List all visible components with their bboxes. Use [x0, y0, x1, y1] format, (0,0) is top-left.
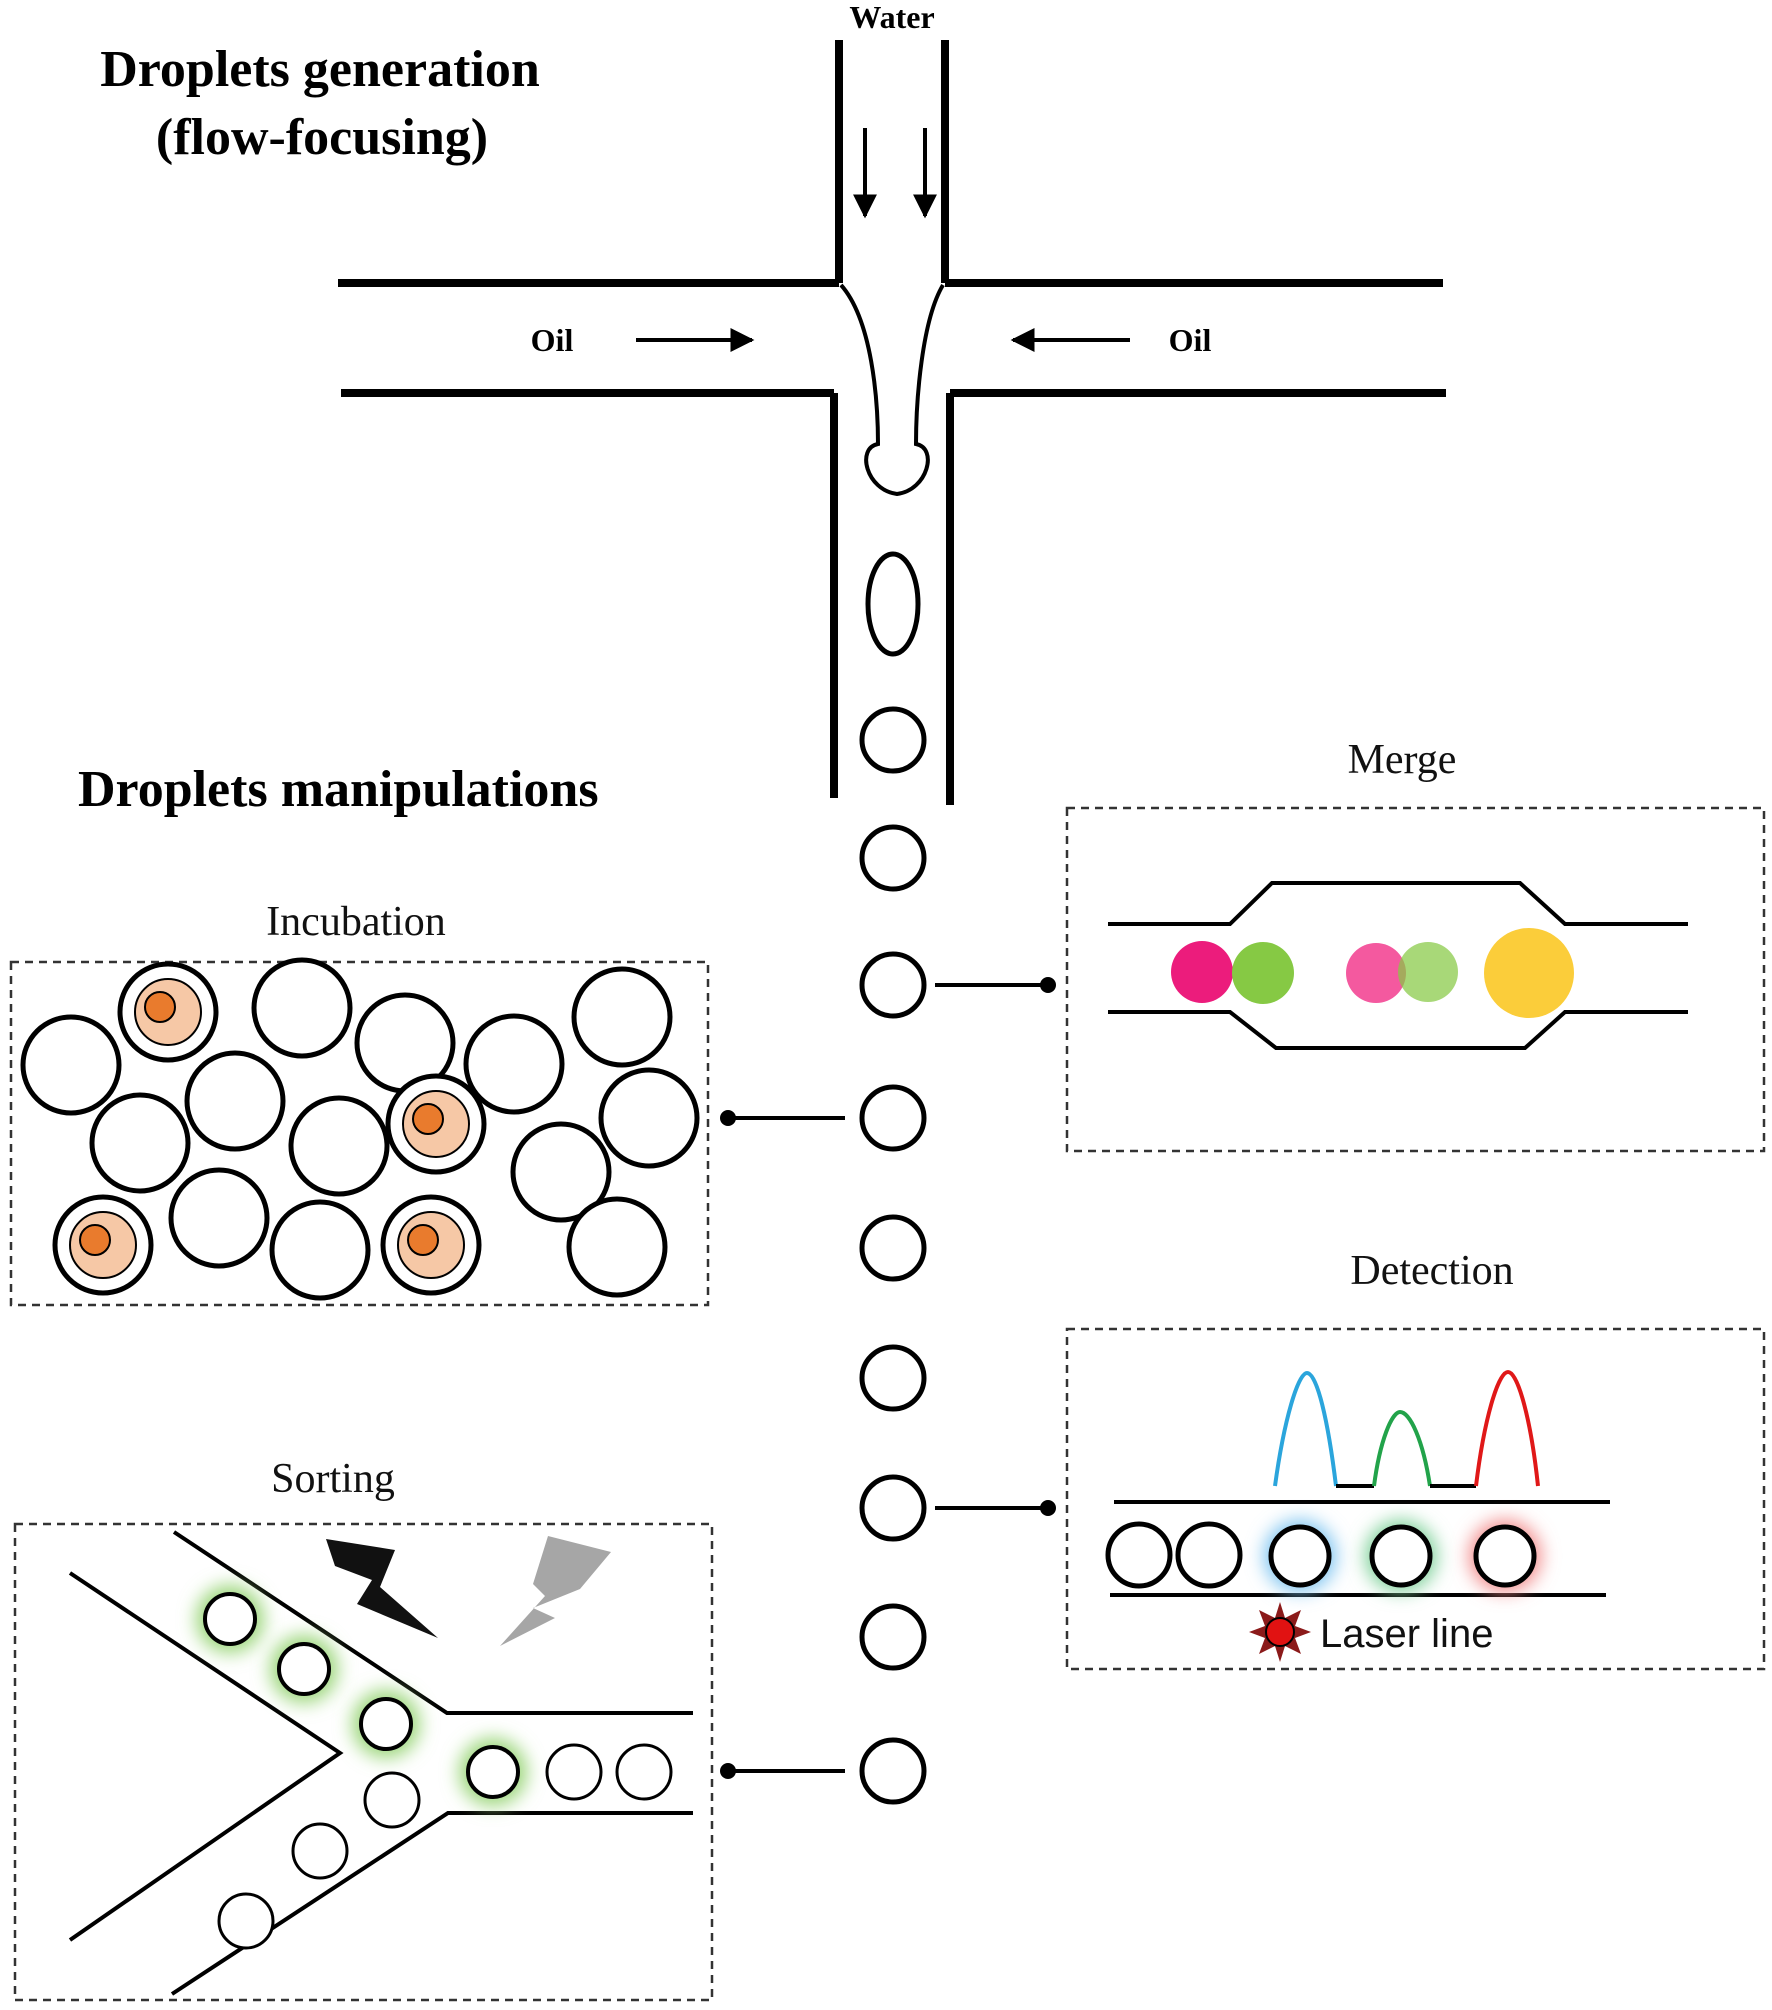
detection-droplet-empty: [1105, 1521, 1173, 1589]
merge-label: Merge: [1348, 737, 1457, 783]
green-sorted-droplet: [277, 1642, 331, 1696]
laser-spot-icon: [1265, 1617, 1295, 1647]
incubation-connector-dot: [720, 1110, 736, 1126]
generation-heading-line1: Droplets generation: [100, 41, 540, 98]
sorting-channel-upper-wall: [172, 1530, 693, 1715]
empty-droplet: [251, 957, 353, 1059]
oil-label-left: Oil: [531, 322, 574, 358]
green-sorted-droplet: [359, 1697, 413, 1751]
unsorted-droplet: [363, 1771, 421, 1829]
flow-focusing-junction: [338, 40, 1446, 805]
empty-droplet: [184, 1050, 286, 1152]
droplet: [859, 706, 927, 774]
droplet-train: [859, 706, 927, 1805]
detection-panel: [1065, 1327, 1766, 1671]
lightning-bolt-black-icon: [326, 1539, 438, 1638]
water-label: Water: [849, 0, 934, 35]
sorting-droplets: [196, 1585, 673, 1950]
unsorted-droplet: [615, 1743, 673, 1801]
lightning-bolt-grey-icon: [500, 1536, 611, 1646]
empty-droplet: [463, 1013, 565, 1115]
sorting-panel: [13, 1522, 714, 2002]
magenta-droplet: [1171, 941, 1233, 1003]
blue-signal-peak: [1273, 1370, 1338, 1487]
sorting-channel-divider: [68, 1571, 344, 1942]
unsorted-droplet: [217, 1892, 275, 1950]
green-droplet: [1232, 942, 1294, 1004]
empty-droplet: [566, 1196, 668, 1298]
merging-green-droplet: [1398, 942, 1458, 1002]
detection-connector-dot: [1040, 1500, 1056, 1516]
laser-line-label: Laser line: [1320, 1612, 1493, 1656]
red-fluorescent-droplet: [1473, 1524, 1537, 1588]
detection-droplet-empty: [1175, 1521, 1243, 1589]
merging-magenta-droplet: [1346, 943, 1406, 1003]
droplet: [859, 1737, 927, 1805]
detection-signal-trace: [1273, 1369, 1540, 1488]
generation-heading-line2: (flow-focusing): [156, 109, 488, 166]
pinching-water-thread: [839, 283, 945, 497]
cell: [144, 991, 176, 1023]
empty-droplet: [571, 966, 673, 1068]
empty-droplet: [598, 1067, 700, 1169]
empty-droplet: [510, 1121, 612, 1223]
droplet: [859, 1344, 927, 1412]
laser-icon: [1249, 1602, 1311, 1662]
merged-yellow-droplet: [1484, 928, 1574, 1018]
cell: [412, 1103, 444, 1135]
blue-fluorescent-droplet: [1268, 1524, 1332, 1588]
green-sorted-droplet: [466, 1745, 520, 1799]
empty-droplet: [269, 1199, 371, 1301]
droplet: [859, 1084, 927, 1152]
empty-droplet: [20, 1014, 122, 1116]
droplet: [859, 1603, 927, 1671]
green-fluorescent-droplet: [1369, 1524, 1433, 1588]
droplet: [859, 1474, 927, 1542]
green-sorted-droplet: [203, 1592, 257, 1646]
manipulations-heading: Droplets manipulations: [78, 761, 599, 818]
droplet: [859, 824, 927, 892]
incubation-panel: [9, 960, 710, 1307]
oil-label-right: Oil: [1169, 322, 1212, 358]
merge-panel: [1065, 806, 1766, 1153]
red-signal-peak: [1474, 1369, 1540, 1487]
merge-channel: [1108, 881, 1688, 1050]
empty-droplet: [89, 1092, 191, 1194]
merge-channel-bottom-wall: [1108, 1010, 1688, 1050]
green-signal-peak: [1372, 1409, 1432, 1487]
droplet: [859, 951, 927, 1019]
unsorted-droplet: [545, 1743, 603, 1801]
incubation-droplets: [20, 957, 700, 1301]
empty-droplet: [288, 1095, 390, 1197]
unsorted-droplet: [291, 1822, 349, 1880]
incubation-label: Incubation: [266, 899, 446, 945]
droplet: [859, 1214, 927, 1282]
detection-label: Detection: [1350, 1248, 1513, 1294]
sorting-label: Sorting: [271, 1456, 395, 1502]
elongated-droplet: [865, 551, 921, 657]
empty-droplet: [168, 1167, 270, 1269]
cell: [407, 1224, 439, 1256]
cell: [79, 1224, 111, 1256]
merge-connector-dot: [1040, 977, 1056, 993]
sorting-connector-dot: [720, 1763, 736, 1779]
merge-channel-top-wall: [1108, 881, 1688, 926]
